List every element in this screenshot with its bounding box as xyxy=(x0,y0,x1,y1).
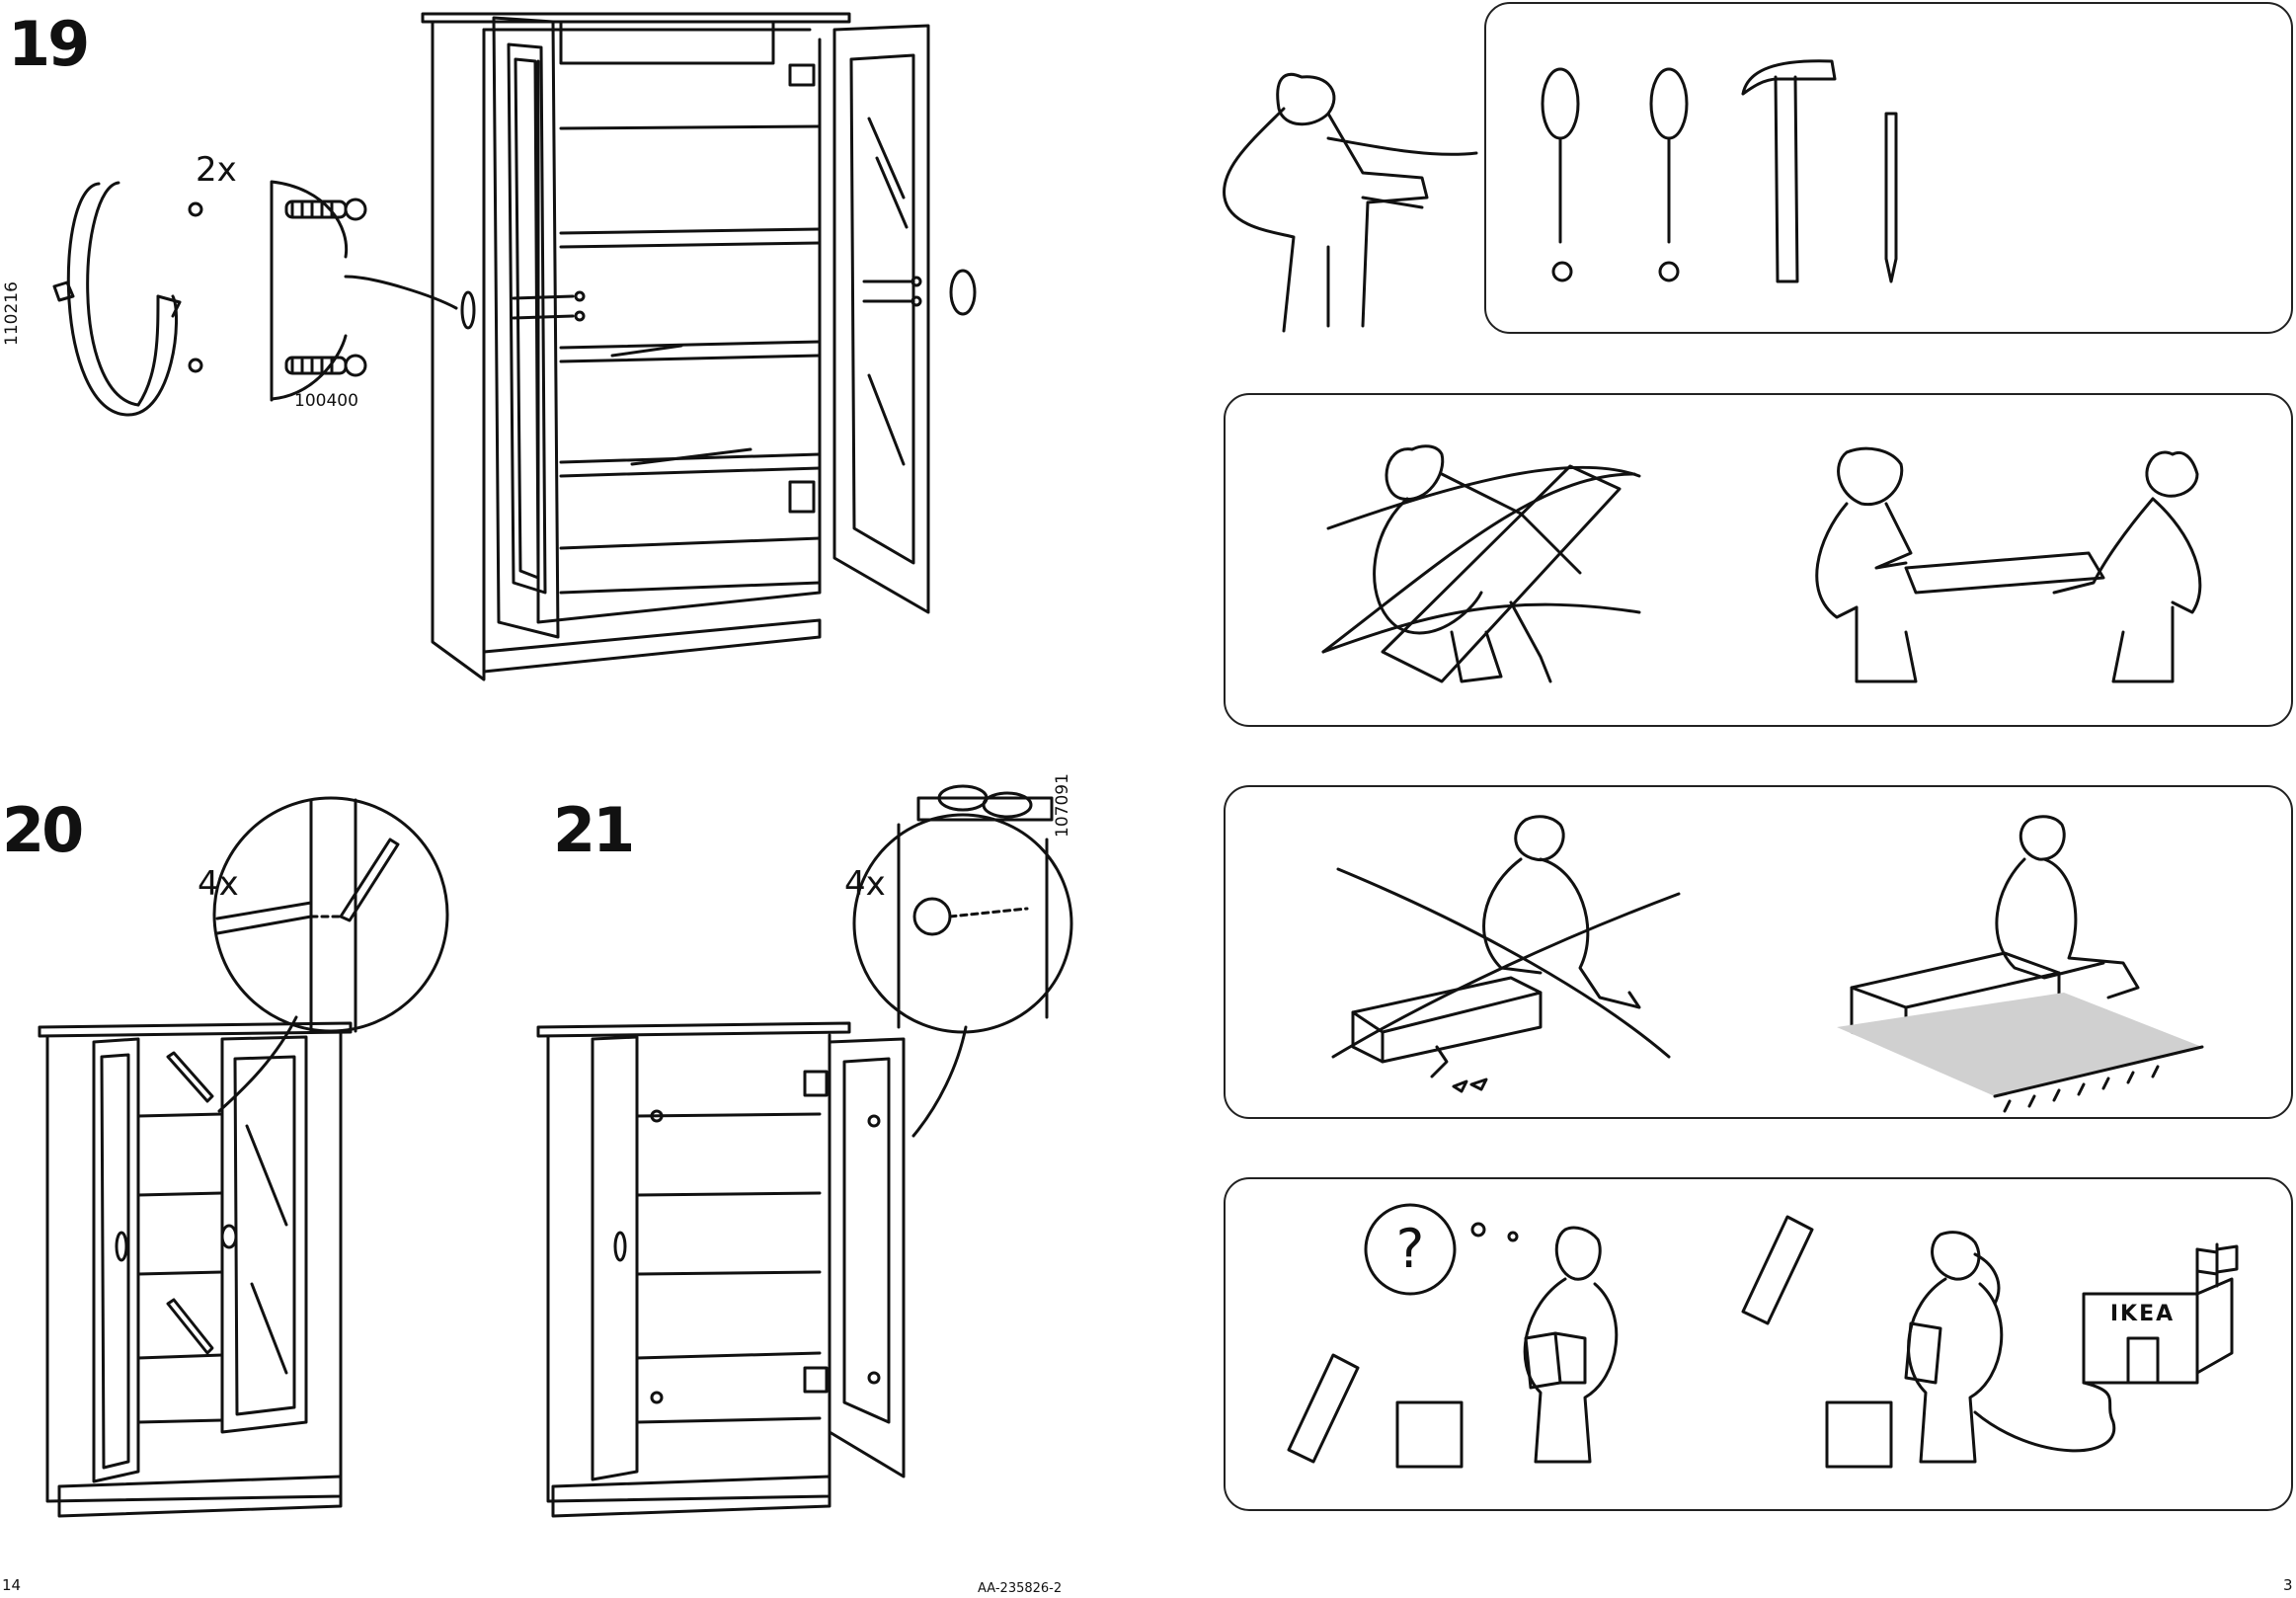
floor-panel xyxy=(1224,785,2293,1119)
hammer-icon xyxy=(1740,57,1839,284)
carry-panel xyxy=(1224,393,2293,727)
carry-illustration xyxy=(1321,444,2202,683)
step-number-21: 21 xyxy=(553,794,635,866)
pencil-icon xyxy=(1881,111,1901,284)
step20-quantity: 4x xyxy=(198,864,239,904)
right-page-number: 3 xyxy=(2283,1576,2293,1594)
help-illustration xyxy=(1287,1203,2239,1469)
tools-illustration xyxy=(1223,59,1898,333)
phillips-screwdriver-icon xyxy=(1649,67,1689,284)
step-number-20: 20 xyxy=(2,794,84,866)
left-page-number: 14 xyxy=(2,1576,22,1594)
knob-part-number: 110216 xyxy=(2,281,22,346)
flat-screwdriver-icon xyxy=(1541,67,1580,284)
step20-cabinet xyxy=(38,796,449,1518)
step21-cabinet xyxy=(536,784,1073,1518)
screw-part-number: 100400 xyxy=(294,391,358,411)
step21-quantity: 4x xyxy=(844,864,886,904)
help-panel xyxy=(1224,1177,2293,1511)
step-number-19: 19 xyxy=(8,8,90,80)
step19-quantity: 2x xyxy=(196,150,237,190)
bumper-part-number: 107091 xyxy=(1053,773,1072,838)
floor-illustration xyxy=(1331,815,2204,1113)
document-code: AA-235826-2 xyxy=(978,1581,1063,1596)
step19-cabinet xyxy=(52,12,977,681)
ikea-logo: IKEA xyxy=(2109,1302,2176,1326)
question-mark-icon: ? xyxy=(1395,1218,1425,1280)
tools-panel xyxy=(1484,2,2293,334)
